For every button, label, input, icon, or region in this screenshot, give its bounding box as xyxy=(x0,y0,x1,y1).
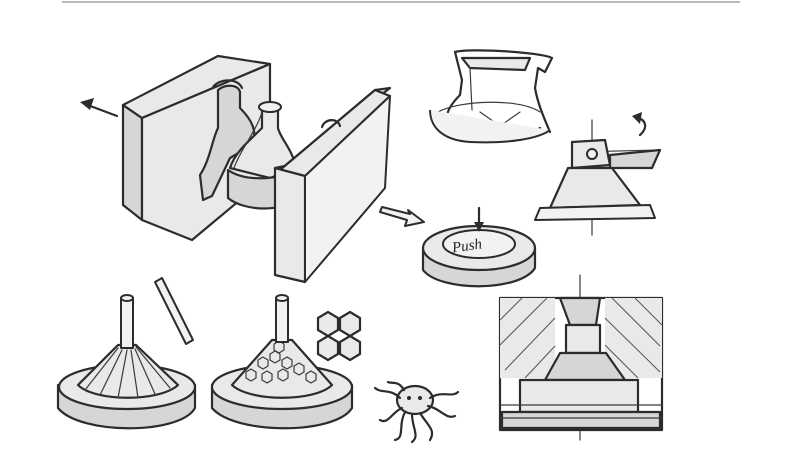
finned-spout-top xyxy=(120,294,134,302)
octopus-tentacle-6 xyxy=(428,390,460,400)
section-base-plate xyxy=(500,410,662,430)
fin-strip xyxy=(154,277,194,345)
finned-cone-ribs xyxy=(84,346,171,399)
octopus-head xyxy=(395,384,435,416)
drainer-line-2 xyxy=(437,101,541,113)
drainer-rim xyxy=(453,49,554,134)
arrow-left-up-icon xyxy=(80,98,119,118)
drainer-sketch xyxy=(429,49,554,144)
octopus-eye-right xyxy=(418,396,422,400)
flask-neck xyxy=(258,101,282,113)
octopus-tentacle-8 xyxy=(386,380,406,392)
drainer-handle xyxy=(460,56,532,72)
drainer-base xyxy=(429,109,551,144)
tool-sketch xyxy=(534,112,662,236)
push-label: Push xyxy=(450,236,483,256)
finned-cone-body xyxy=(76,343,180,399)
arrow-down-icon xyxy=(474,206,484,232)
hex-spout xyxy=(275,297,289,343)
rotate-arrow-icon xyxy=(632,112,647,137)
finned-cone xyxy=(56,294,197,430)
right-mold-side xyxy=(273,166,307,284)
octopus-eye-left xyxy=(407,396,411,400)
octopus-tentacle-1 xyxy=(378,406,404,423)
right-mold-sprue xyxy=(320,119,342,129)
cross-section xyxy=(498,274,664,441)
octopus-tentacle-3 xyxy=(410,412,417,444)
octopus-icon xyxy=(373,380,460,444)
hex-spout-top xyxy=(275,294,289,302)
hex-cone xyxy=(210,294,354,430)
section-chamber xyxy=(564,323,602,355)
section-base-cavity xyxy=(518,378,640,414)
hexagon-pattern-icon xyxy=(316,310,362,362)
right-mold-front xyxy=(304,95,391,283)
finned-spout xyxy=(120,297,134,349)
flask-highlight xyxy=(233,111,263,169)
tool-cone xyxy=(548,166,642,210)
tool-arm xyxy=(608,148,662,170)
octopus-tentacle-5 xyxy=(426,404,457,418)
section-neck xyxy=(558,296,602,327)
fin-piece xyxy=(154,277,194,345)
tool-base xyxy=(534,204,656,221)
left-mold-opening xyxy=(211,79,244,90)
mold-assembly xyxy=(80,54,425,284)
tool-pivot xyxy=(586,148,598,160)
left-mold-side xyxy=(121,103,144,222)
arrow-right-down-icon xyxy=(379,206,425,227)
octopus-tentacle-2 xyxy=(393,410,407,442)
octopus-tentacle-7 xyxy=(373,386,402,400)
push-disc: Push xyxy=(421,206,537,288)
octopus-tentacle-4 xyxy=(418,411,434,442)
section-hatch-left xyxy=(499,297,556,379)
hex-cone-body xyxy=(230,338,334,399)
